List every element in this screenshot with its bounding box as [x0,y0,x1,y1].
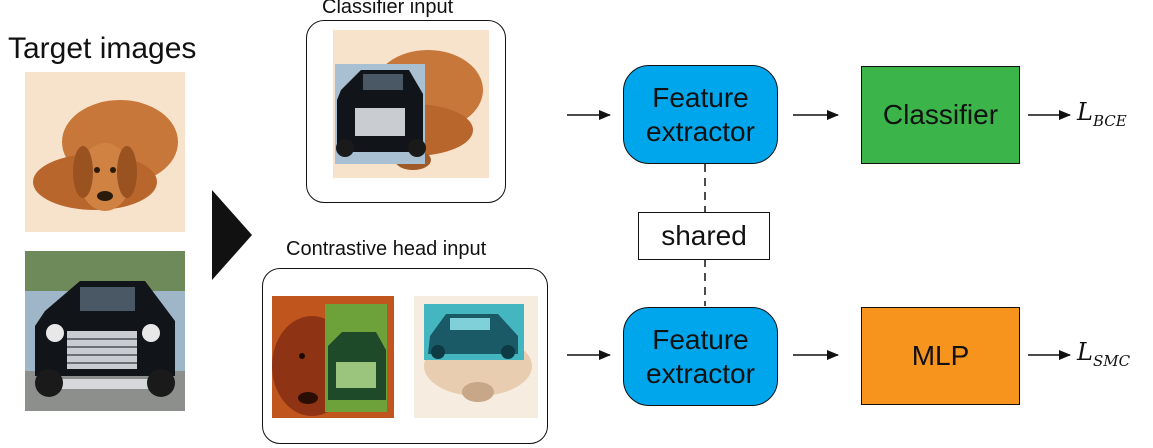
feature-extractor-top-line2: extractor [646,115,755,147]
feature-extractor-bottom-line1: Feature [652,323,749,355]
classifier-input-image [333,30,489,178]
classifier-box: Classifier [861,66,1020,164]
classifier-label: Classifier [882,99,999,130]
shared-label: shared [661,220,747,251]
feature-extractor-bottom-line2: extractor [646,357,755,389]
loss-smc-subscript: SMC [1092,352,1131,370]
loss-bce-subscript: BCE [1092,112,1127,130]
target-image-truck [25,251,185,411]
transform-arrow-triangle [212,190,252,280]
shared-label-box: shared [638,212,770,260]
mlp-box: MLP [861,307,1020,405]
feature-extractor-top: Feature extractor [623,65,778,164]
contrastive-input-image-1 [272,296,394,418]
target-image-dog [25,72,185,232]
target-images-title: Target images [8,32,197,65]
classifier-input-title: Classifier input [322,0,454,18]
contrastive-head-input-title: Contrastive head input [286,238,487,260]
loss-bce: LBCE [1077,98,1127,130]
contrastive-input-image-2 [414,296,538,418]
feature-extractor-bottom: Feature extractor [623,307,778,406]
feature-extractor-top-line1: Feature [652,81,749,113]
loss-smc: LSMC [1077,338,1130,370]
mlp-label: MLP [911,340,970,371]
loss-smc-symbol: L [1077,338,1093,366]
loss-bce-symbol: L [1077,98,1093,126]
